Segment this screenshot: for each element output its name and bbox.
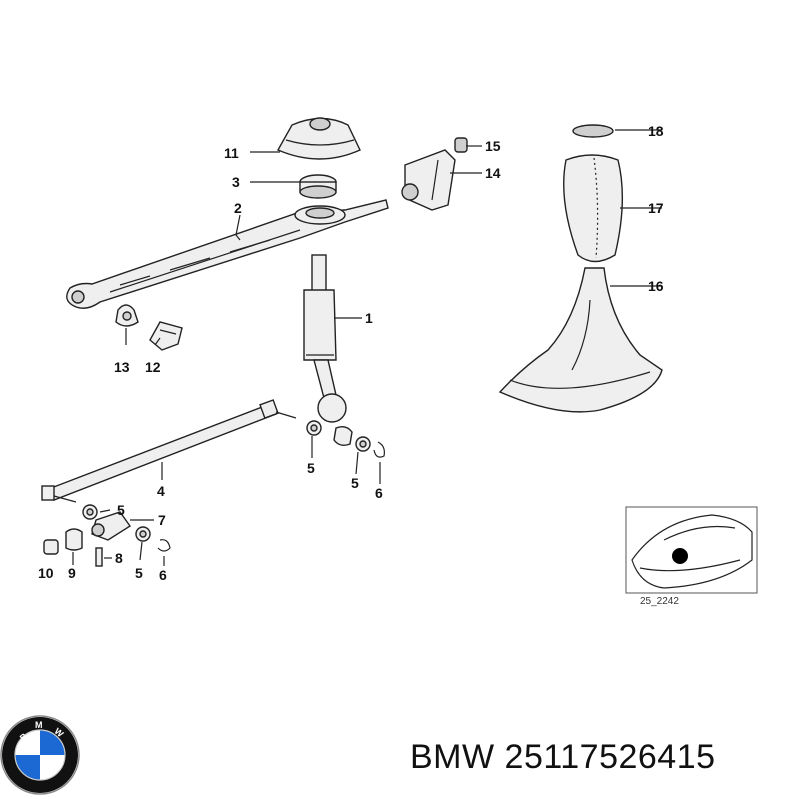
svg-text:M: M (35, 720, 43, 730)
part-3-bushing (299, 174, 337, 199)
caption-brand: BMW (410, 738, 495, 776)
callout-4: 4 (157, 483, 165, 499)
svg-text:B: B (18, 731, 30, 743)
callout-12: 12 (145, 359, 161, 375)
callout-5b: 5 (351, 475, 359, 491)
part-14-bracket (401, 149, 456, 211)
callout-11: 11 (224, 145, 239, 161)
callout-17: 17 (648, 200, 664, 216)
callout-5c: 5 (117, 502, 125, 518)
callout-18: 18 (648, 123, 664, 139)
part-15-nut (454, 137, 468, 153)
callout-6b: 6 (159, 567, 167, 583)
callout-16: 16 (648, 278, 664, 294)
callout-5a: 5 (307, 460, 315, 476)
callout-7: 7 (158, 512, 166, 528)
callout-10: 10 (38, 565, 54, 581)
callout-2: 2 (234, 200, 242, 216)
part-caption: BMW 25117526415 (410, 738, 716, 777)
part-16-shift-boot (498, 267, 663, 413)
part-13-grommet (115, 304, 139, 327)
callout-9: 9 (68, 565, 76, 581)
part-2-shift-bracket (66, 199, 389, 309)
callout-14: 14 (485, 165, 501, 181)
part-12-clip (149, 321, 183, 351)
callout-13: 13 (114, 359, 130, 375)
callout-15: 15 (485, 138, 501, 154)
callout-6a: 6 (375, 485, 383, 501)
part-11-boot (277, 117, 361, 160)
callout-8: 8 (115, 550, 123, 566)
callout-labels: 11 3 2 1 15 14 18 17 16 13 12 4 5 5 6 5 … (38, 123, 664, 583)
location-marker (672, 548, 688, 564)
part-4-selector-rod (41, 399, 297, 503)
part-1-shift-lever (303, 254, 347, 423)
callout-5d: 5 (135, 565, 143, 581)
part-17-shift-knob (563, 154, 624, 263)
location-thumbnail: 25_2242 (625, 506, 758, 607)
thumbnail-code: 25_2242 (640, 596, 679, 607)
part-18-cap (572, 124, 614, 138)
bmw-logo: B M W (0, 715, 80, 795)
lower-cluster (43, 504, 171, 567)
callout-1: 1 (365, 310, 373, 326)
caption-part-number: 25117526415 (504, 738, 716, 776)
leader-lines (72, 129, 662, 566)
callout-3: 3 (232, 174, 240, 190)
washers-upper (306, 420, 385, 458)
